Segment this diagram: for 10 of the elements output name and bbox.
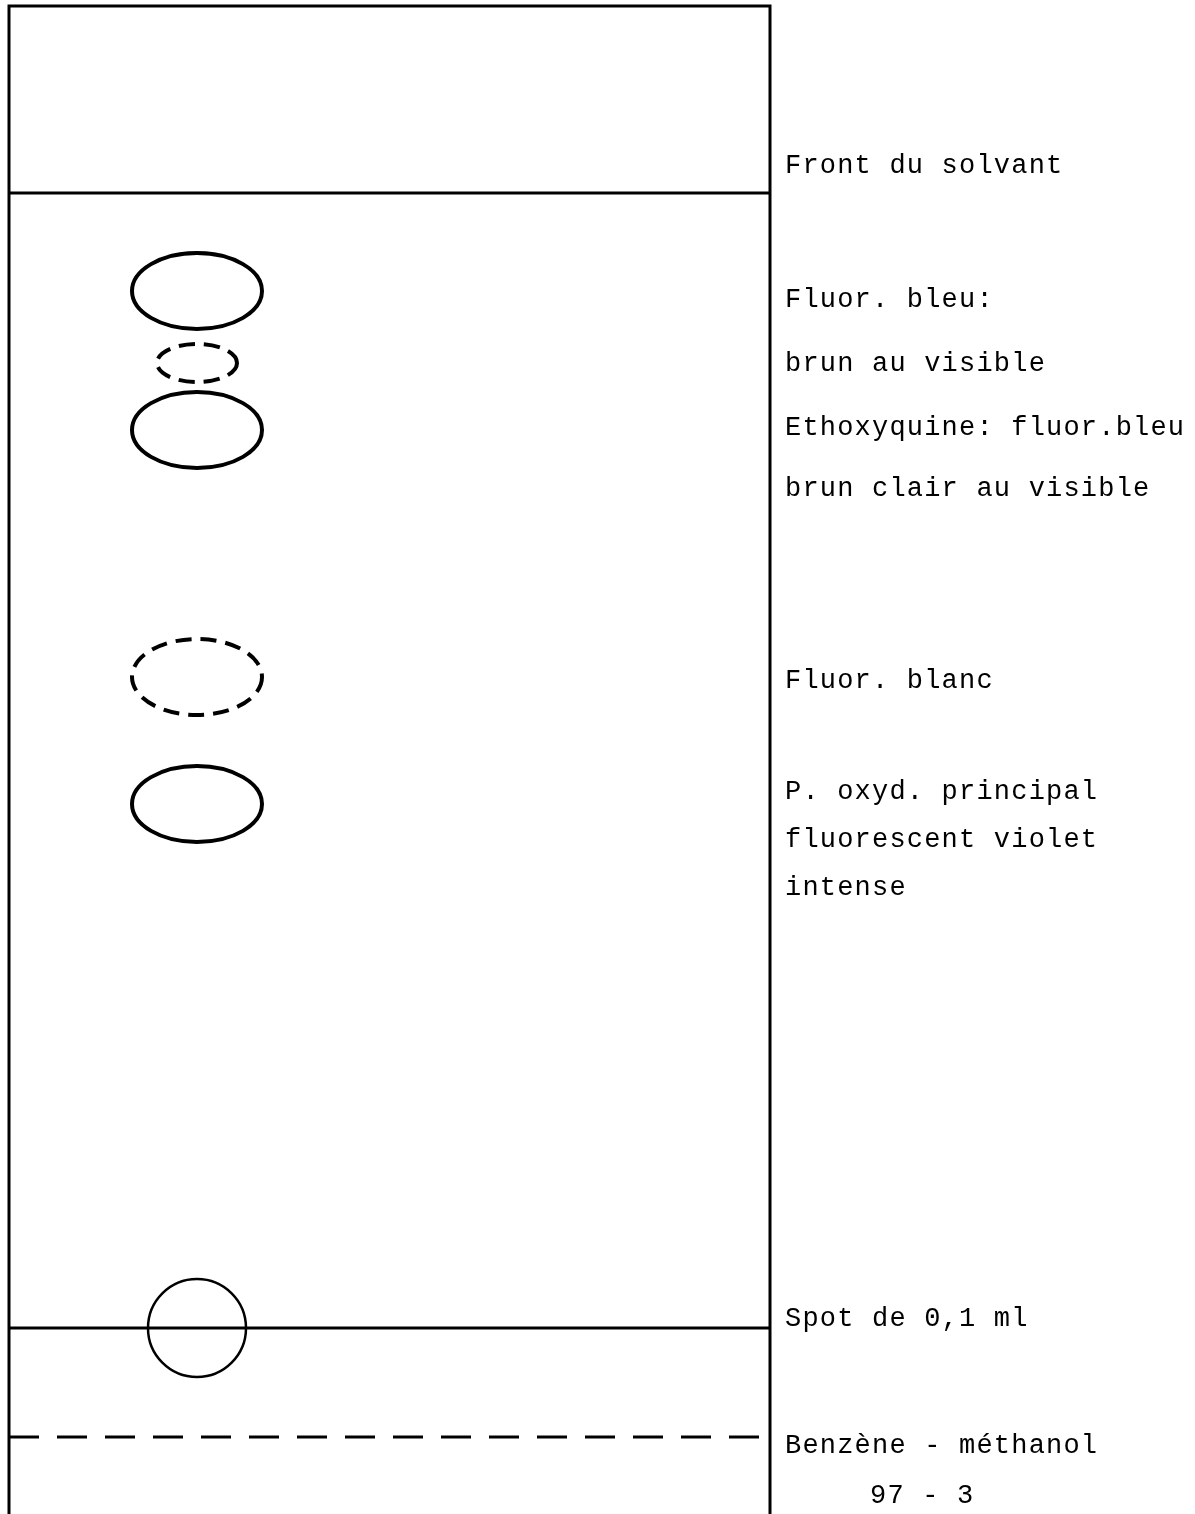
- eluent-ratio: 97 - 3: [870, 1480, 975, 1513]
- spot-description: brun au visible: [785, 348, 1047, 381]
- spot-description: brun clair au visible: [785, 473, 1151, 506]
- spot-description: P. oxyd. principal fluorescent violet intense: [785, 776, 1100, 905]
- origin-label: Spot de 0,1 ml: [785, 1303, 1029, 1336]
- solvent-front-label: Front du solvant: [785, 150, 1064, 183]
- eluent-label: Benzène - méthanol: [785, 1430, 1099, 1463]
- spot-description: Fluor. bleu:: [785, 284, 994, 317]
- spot-description: Fluor. blanc: [785, 665, 994, 698]
- spot-description: Ethoxyquine: fluor.bleu: [785, 412, 1186, 445]
